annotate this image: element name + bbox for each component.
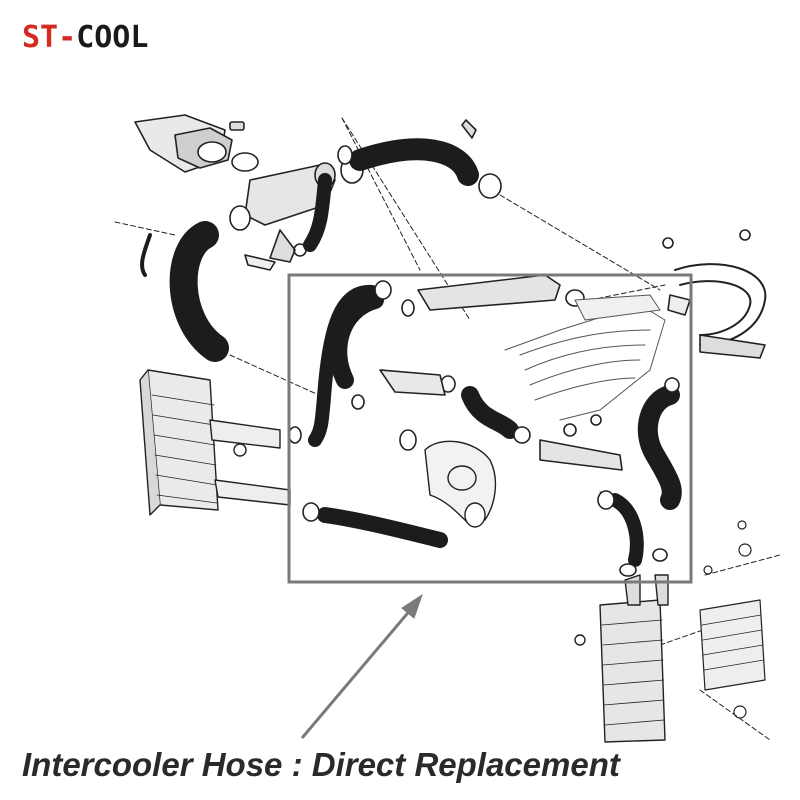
center-pipes: [379, 274, 623, 471]
pointer-arrow: [300, 593, 423, 739]
right-bracket: [662, 229, 767, 359]
caption: Intercooler Hose : Direct Replacement: [22, 746, 620, 783]
left-intercooler: [139, 369, 291, 516]
logo-dash: -: [58, 20, 77, 55]
upper-pipe-assembly: [229, 119, 502, 271]
logo-st: ST: [22, 20, 59, 55]
brand-logo: ST-COOL: [22, 20, 148, 55]
engine-block: [504, 294, 666, 421]
hose-clamps: [288, 145, 680, 577]
oil-cooler: [699, 520, 766, 719]
right-intercooler: [574, 574, 669, 743]
logo-cool: COOL: [76, 20, 149, 55]
hoses: [140, 138, 682, 567]
thermostat-housing: [134, 114, 259, 173]
highlight-frame: [287, 273, 693, 584]
turbo-housing: [424, 440, 497, 528]
